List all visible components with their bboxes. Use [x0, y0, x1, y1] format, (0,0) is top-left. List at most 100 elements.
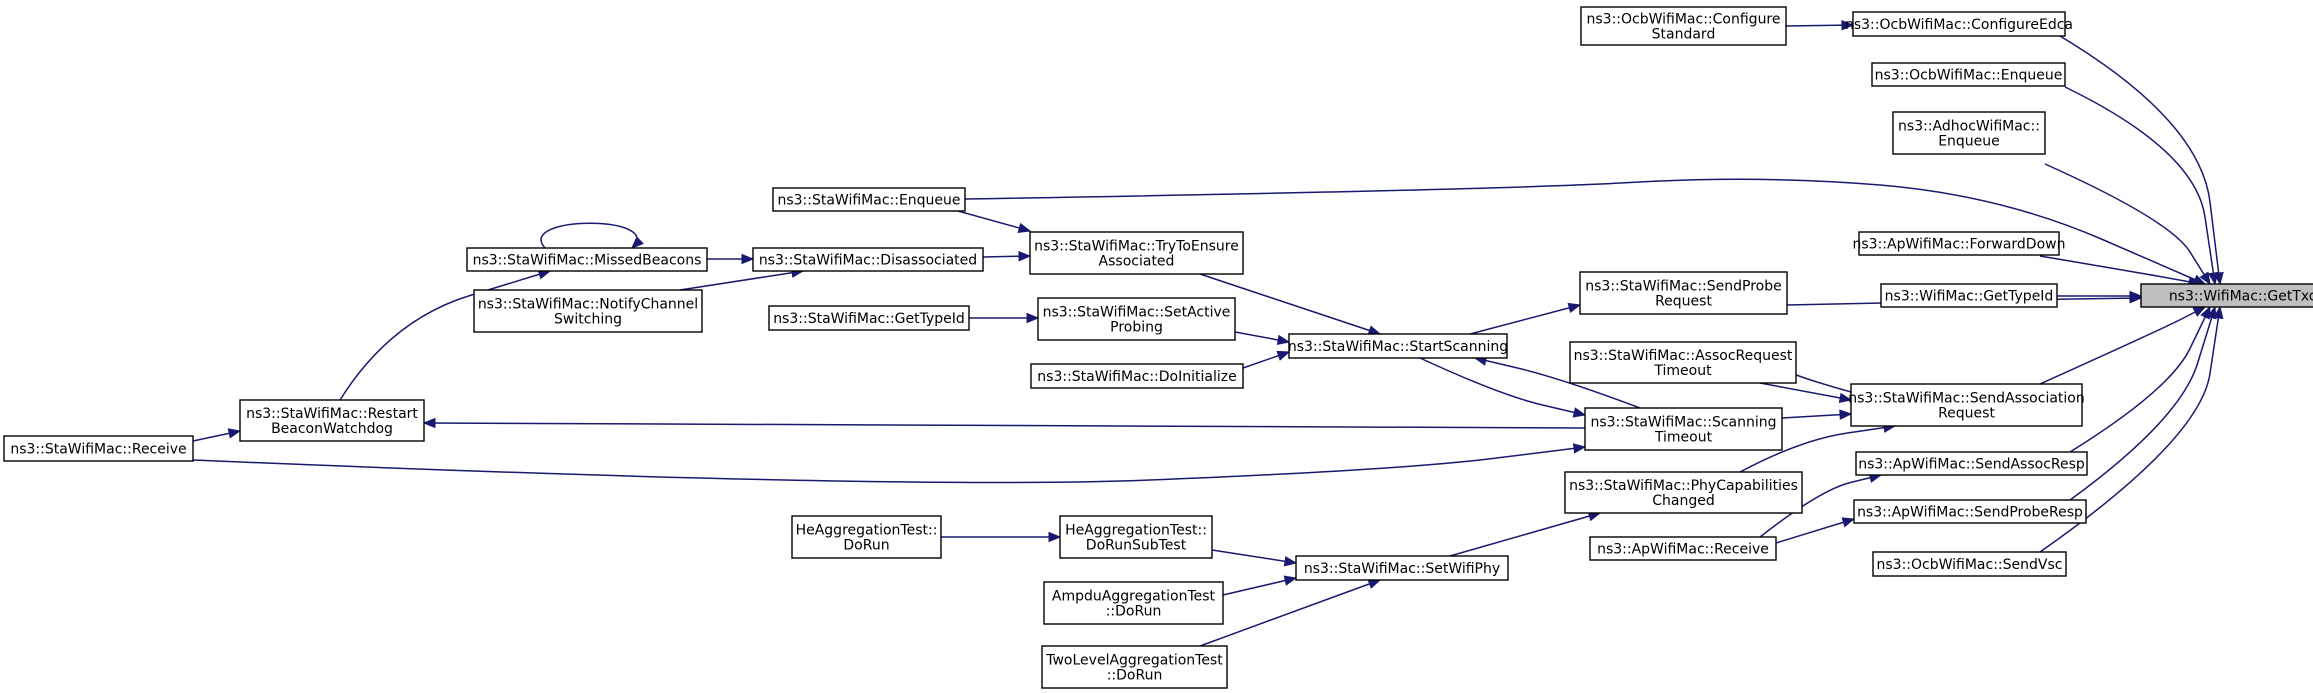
- node-label-line: ns3::StaWifiMac::GetTypeId: [773, 311, 965, 327]
- edge-line: [1419, 357, 1586, 416]
- node-label-line: Request: [1655, 294, 1712, 310]
- node-ocb-cfgedca[interactable]: ns3::OcbWifiMac::ConfigureEdca: [1845, 11, 2073, 37]
- node-sta-enqueue[interactable]: ns3::StaWifiMac::Enqueue: [772, 187, 966, 212]
- node-box: [1858, 231, 2060, 256]
- node-box: [2140, 283, 2313, 308]
- edge-line: [1775, 518, 1855, 544]
- edge-line: [1759, 474, 1882, 538]
- edge-ocb_cfgstd-to-ocb_cfgedca: [1785, 19, 1855, 31]
- node-ocb-enqueue[interactable]: ns3::OcbWifiMac::Enqueue: [1871, 62, 2066, 87]
- edge-line: [1781, 413, 1852, 419]
- edge-ocb_cfgedca-to-gettxop: [2059, 35, 2224, 286]
- edge-line: [1786, 365, 1852, 393]
- node-box: [3, 435, 194, 462]
- arrowhead-icon: [2208, 271, 2219, 286]
- node-he-dorun[interactable]: HeAggregationTest::DoRun: [791, 515, 942, 559]
- arrowhead-icon: [741, 253, 755, 265]
- node-label-line: Request: [1938, 406, 1995, 422]
- node-label-line: ns3::StaWifiMac::NotifyChannel: [478, 297, 698, 313]
- node-box: [768, 305, 970, 331]
- edge-ap_receive-to-ap_sendproberesp: [1775, 517, 1856, 544]
- arrowhead-icon: [2213, 305, 2224, 320]
- edge-line: [2039, 306, 2206, 385]
- edge-sta_startscanning-to-sta_scanningtimeout: [1419, 357, 1587, 418]
- node-label-line: ::DoRun: [1107, 668, 1163, 684]
- edge-line: [679, 270, 804, 291]
- arrowhead-icon: [1026, 312, 1040, 324]
- node-sta-disassociated[interactable]: ns3::StaWifiMac::Disassociated: [752, 247, 984, 272]
- node-label-line: Standard: [1652, 27, 1716, 43]
- edge-sta_receive-to-sta_scanningtimeout: [192, 443, 1587, 484]
- node-ap-sendassocresp[interactable]: ns3::ApWifiMac::SendAssocResp: [1855, 451, 2088, 476]
- edge-line: [2064, 86, 2216, 285]
- node-ap-sendproberesp[interactable]: ns3::ApWifiMac::SendProbeResp: [1853, 499, 2087, 524]
- node-label-line: ns3::StaWifiMac::Enqueue: [777, 193, 960, 209]
- node-sta-doinitialize[interactable]: ns3::StaWifiMac::DoInitialize: [1030, 363, 1244, 389]
- edge-sta_assocreqtimeout-to-sta_sendassocreq: [1759, 382, 1853, 404]
- node-label-line: ns3::OcbWifiMac::SendVsc: [1877, 557, 2063, 573]
- edge-ocb_enqueue-to-gettxop: [2064, 86, 2219, 286]
- edge-sta_missedbeacons-to-sta_missedbeacons: [540, 222, 644, 249]
- arrowhead-icon: [1276, 350, 1291, 361]
- edge-line: [1199, 579, 1381, 647]
- node-box: [1295, 555, 1509, 581]
- node-label-line: ns3::AdhocWifiMac::: [1898, 119, 2040, 135]
- arrowhead-icon: [1841, 19, 1855, 31]
- edge-he_dorun-to-he_dorunsubtest: [941, 531, 1062, 543]
- node-ap-receive[interactable]: ns3::ApWifiMac::Receive: [1589, 536, 1777, 561]
- node-ampdu-dorun[interactable]: AmpduAggregationTest::DoRun: [1043, 581, 1224, 625]
- arrowhead-icon: [1283, 575, 1298, 586]
- edge-sta_gettypeid-to-sta_setactive: [969, 312, 1040, 324]
- node-gettxop[interactable]: ns3::WifiMac::GetTxop: [2140, 283, 2313, 308]
- node-label-line: ns3::StaWifiMac::SetWifiPhy: [1304, 561, 1500, 577]
- node-box: [466, 247, 708, 272]
- edge-line: [2069, 306, 2216, 501]
- arrowhead-icon: [1572, 443, 1587, 454]
- edge-sta_scanningtimeout-to-sta_restartbeacon: [422, 417, 1586, 429]
- node-label-line: ns3::ApWifiMac::ForwardDown: [1853, 237, 2066, 253]
- node-label-line: ns3::StaWifiMac::Disassociated: [759, 253, 977, 269]
- edge-line: [2069, 306, 2211, 453]
- node-label-line: ns3::WifiMac::GetTypeId: [1885, 289, 2054, 305]
- node-sta-receive[interactable]: ns3::StaWifiMac::Receive: [3, 435, 194, 462]
- node-label-line: ns3::StaWifiMac::DoInitialize: [1037, 369, 1236, 385]
- node-adhoc-enqueue[interactable]: ns3::AdhocWifiMac::Enqueue: [1892, 111, 2046, 155]
- node-box: [1880, 283, 2058, 308]
- node-label-line: Switching: [554, 312, 622, 328]
- node-ap-forwarddown[interactable]: ns3::ApWifiMac::ForwardDown: [1853, 231, 2066, 256]
- node-label-line: ns3::StaWifiMac::AssocRequest: [1574, 348, 1793, 364]
- node-label-line: BeaconWatchdog: [271, 421, 393, 437]
- node-twolevel-dorun[interactable]: TwoLevelAggregationTest::DoRun: [1041, 645, 1228, 689]
- node-box: [1589, 536, 1777, 561]
- node-he-dorunsubtest[interactable]: HeAggregationTest::DoRunSubTest: [1059, 515, 1213, 559]
- arrowhead-icon: [1841, 517, 1856, 528]
- edge-line: [1759, 382, 1852, 401]
- node-wifimac-gettypeid[interactable]: ns3::WifiMac::GetTypeId: [1880, 283, 2058, 308]
- edge-line: [1199, 273, 1381, 335]
- edge-twolevel_dorun-to-sta_setwifiphy: [1199, 579, 1382, 647]
- node-sta-missedbeacons[interactable]: ns3::StaWifiMac::MissedBeacons: [466, 247, 708, 272]
- node-label-line: ns3::OcbWifiMac::Configure: [1587, 12, 1781, 28]
- node-label-line: ns3::ApWifiMac::Receive: [1597, 542, 1769, 558]
- node-label-line: Timeout: [1653, 363, 1712, 379]
- node-label-line: ns3::StaWifiMac::SendAssociation: [1848, 391, 2084, 407]
- node-box: [1850, 383, 2083, 427]
- arrowhead-icon: [1567, 302, 1582, 314]
- node-ocb-sendvsc[interactable]: ns3::OcbWifiMac::SendVsc: [1872, 551, 2067, 577]
- node-sta-gettypeid[interactable]: ns3::StaWifiMac::GetTypeId: [768, 305, 970, 331]
- node-sta-startscanning[interactable]: ns3::StaWifiMac::StartScanning: [1288, 333, 1508, 359]
- node-label-line: Probing: [1110, 320, 1163, 336]
- node-sta-setwifiphy[interactable]: ns3::StaWifiMac::SetWifiPhy: [1295, 555, 1509, 581]
- node-box: [1892, 111, 2046, 155]
